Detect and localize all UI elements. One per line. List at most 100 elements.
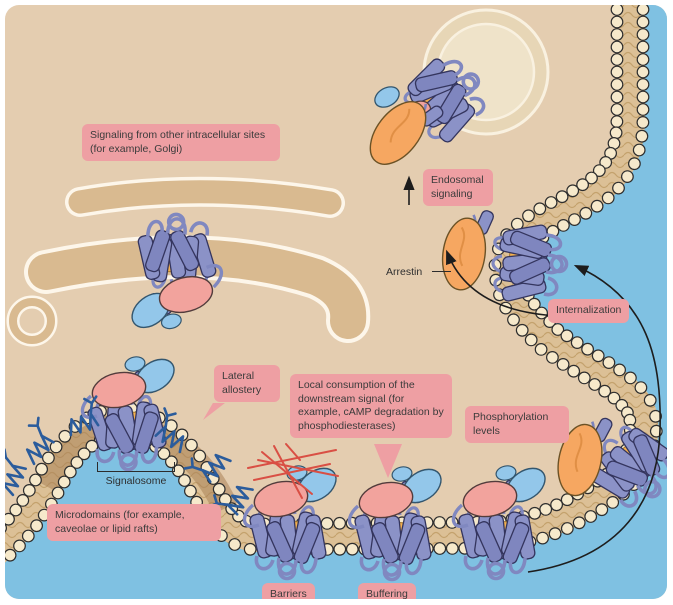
label-local-consumption: Local consumption of the downstream sign… [290,374,452,438]
lipid-bead [636,40,650,54]
lipid-bead [9,503,23,517]
lipid-bead [568,213,581,227]
lipid-bead [5,523,7,533]
label-internalization: Internalization [548,299,630,323]
lipid-bead [5,548,17,562]
lipid-bead [548,527,562,541]
barrier-scribbles [247,443,339,499]
lipid-bead [610,78,624,91]
lipid-bead [555,190,569,204]
lipid-bead [636,65,650,79]
lipid-bead [533,202,547,216]
lipid-bead [29,473,42,487]
lipid-bead [546,351,559,364]
lipid-bead [636,5,650,16]
lipid-bead [184,438,198,452]
lipid-bead [77,447,91,461]
lipid-bead [649,409,662,423]
endosomal-receptor-complex [357,42,501,179]
lipid-bead [624,371,637,385]
arrestin-pointer-line [432,271,451,272]
lipid-bead [21,529,35,543]
lipid-bead [433,516,447,529]
lipid-bead [528,506,542,520]
lipid-bead [612,181,625,195]
lipid-bead [643,393,657,407]
lipid-bead [613,363,626,377]
lipid-bead [588,378,602,391]
lipid-bead [157,447,171,461]
lipid-bead [634,381,648,395]
lipid-bead [606,496,620,509]
lipid-bead [178,474,191,487]
lipid-bead [212,482,226,496]
lipid-bead [632,143,646,157]
lipid-bead [193,449,207,463]
lipid-bead [595,503,609,517]
lipid-bead [579,206,593,220]
lipid-bead [333,516,347,530]
lipid-bead [544,196,558,209]
lipid-bead [636,103,650,116]
lipid-bead [602,356,616,370]
lipid-bead [581,342,594,356]
lipid-bead [584,510,598,523]
label-microdomains: Microdomains (for example, caveolae or l… [47,504,221,541]
lipid-bead [598,384,612,398]
lipid-bead [22,484,36,497]
recruitment-arrow [446,249,561,317]
lipid-bead [16,494,30,507]
lipid-bead [585,171,598,185]
label-phosphorylation-levels: Phosphorylation levels [465,406,569,443]
lipid-bead [621,170,634,184]
lipid-bead [30,519,43,533]
lipid-bead [228,538,242,551]
label-lateral-allostery: Lateral allostery [214,365,280,402]
lipid-bead [628,157,641,171]
lipid-bead [171,464,185,478]
lipid-bead [333,542,347,556]
lipid-bead [433,542,447,555]
lipid-bead [534,343,548,356]
cell-diagram [5,5,667,599]
lipid-bead [70,456,84,469]
lipid-bead [445,542,459,555]
label-golgi-signaling: Signaling from other intracellular sites… [82,124,280,161]
lipid-bead [636,90,650,104]
golgi-apparatus [6,176,371,347]
lipid-bead [49,440,63,454]
lipid-bead [567,364,581,378]
lipid-bead [610,103,624,116]
lipid-bead [536,531,549,545]
lipid-bead [610,90,624,104]
lipid-bead [560,493,574,507]
lipid-bead [527,297,541,311]
signalosome-bracket [97,462,175,472]
lipid-bead [577,371,591,385]
lipid-bead [560,522,574,535]
lipid-bead [610,40,624,54]
lipid-bead [557,218,570,232]
lipid-bead [550,498,563,512]
lipid-bead [515,323,529,337]
lipid-bead [42,451,55,465]
lipid-bead [591,349,605,363]
cell-body: Signaling from other intracellular sites… [5,5,667,599]
lipid-bead [609,126,623,140]
lipid-bead [610,115,624,128]
lipid-bead [320,517,334,530]
lipid-bead [13,539,26,553]
lipid-bead [636,53,650,66]
lipid-bead [636,115,650,129]
label-arrestin: Arrestin [386,266,423,278]
lipid-bead [560,329,574,343]
lipid-bead [58,429,72,443]
lipid-bead [610,5,624,16]
lipid-bead [243,542,257,556]
label-buffering: Buffering [358,583,416,599]
lipid-bead [522,209,535,223]
lipid-bead [524,333,538,347]
lipid-bead [63,465,77,479]
lipid-bead [5,512,15,526]
